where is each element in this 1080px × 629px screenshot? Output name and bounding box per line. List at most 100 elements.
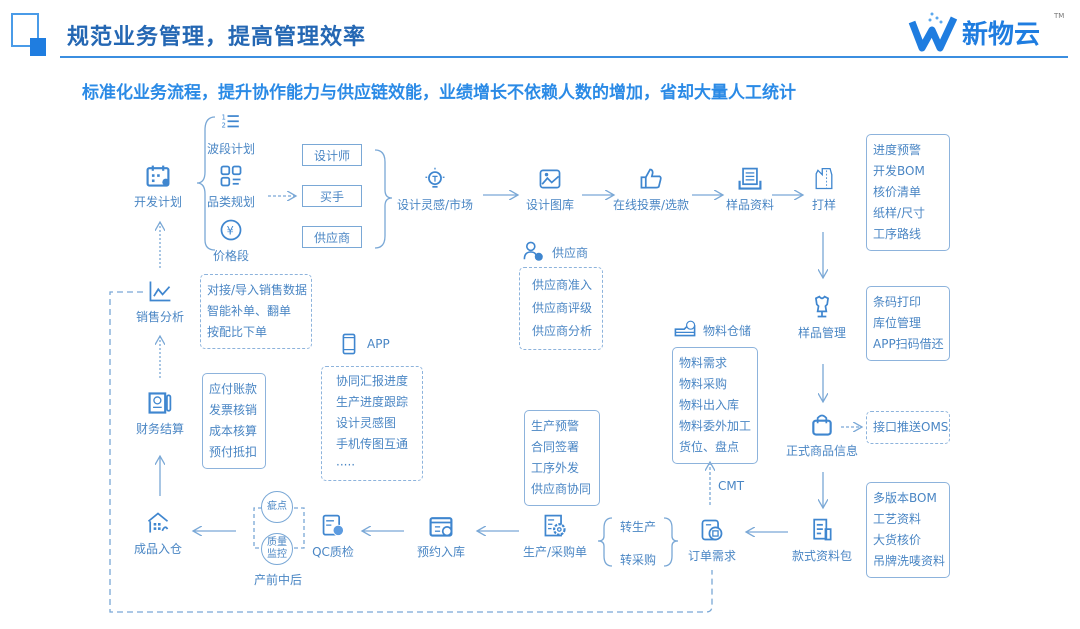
list-item: 多版本BOM <box>873 491 937 505</box>
calendar-icon <box>146 165 170 187</box>
lightbulb-icon <box>425 167 445 188</box>
inspection-icon <box>322 514 344 536</box>
node-order[interactable]: 订单需求 <box>688 517 736 564</box>
qc-stage-caption: 产前中后 <box>254 573 303 587</box>
node-label: 打样 <box>811 198 836 212</box>
node-label: 财务结算 <box>135 422 185 436</box>
list-item: 发票核销 <box>209 403 258 417</box>
list-item: 成本核算 <box>209 424 258 438</box>
node-mannequin[interactable]: 样品管理 <box>798 294 846 341</box>
node-label: 设计图库 <box>525 198 575 212</box>
list-item: 应付账款 <box>209 382 258 396</box>
qc-bracket <box>253 507 305 549</box>
role-box[interactable]: 设计师 <box>302 144 362 166</box>
node-label: 开发计划 <box>133 195 183 209</box>
list-item: 进度预警 <box>873 143 922 157</box>
list-item: 工艺资料 <box>873 512 922 526</box>
list-item: 供应商协同 <box>531 482 592 496</box>
list-item: 条码打印 <box>873 295 922 309</box>
node-finance[interactable]: 财务结算 <box>136 390 184 437</box>
sales-list: 对接/导入销售数据智能补单、翻单按配比下单 <box>200 274 312 349</box>
file-icon <box>813 518 832 541</box>
list-item: 大货核价 <box>873 533 922 547</box>
supplier-list-header: 供应商 <box>522 240 588 264</box>
node-garment-pattern[interactable]: 打样 <box>811 166 837 213</box>
node-label: 订单需求 <box>687 549 737 563</box>
list-item: 库位管理 <box>873 316 922 330</box>
garment-pattern-icon <box>815 167 833 190</box>
role-box[interactable]: 买手 <box>302 185 362 207</box>
thumbs-up-icon <box>640 168 662 189</box>
page-subtitle: 标准化业务流程，提升协作能力与供应链效能，业绩增长不依赖人数的增加，省却大量人工… <box>82 83 796 103</box>
roles-brace <box>374 149 393 249</box>
supplier-icon <box>523 241 543 261</box>
material-list: 物料需求物料采购物料出入库物料委外加工货位、盘点 <box>672 347 758 464</box>
list-item: 物料出入库 <box>679 398 740 412</box>
svg-text:1: 1 <box>221 114 225 122</box>
list-item: 供应商评级 <box>532 301 593 315</box>
app-list-header: APP <box>337 332 390 356</box>
node-label: 波段计划 <box>206 142 256 156</box>
node-document-stack[interactable]: 样品资料 <box>726 166 774 213</box>
list-item: 工序外发 <box>531 461 580 475</box>
node-label: 设计灵感/市场 <box>396 198 474 212</box>
category-grid-icon <box>220 165 242 187</box>
node-line-chart[interactable]: 销售分析 <box>136 278 184 325</box>
node-shopping-bag[interactable]: 正式商品信息 <box>786 412 858 459</box>
list-item: 工序路线 <box>873 227 922 241</box>
list-header-label: 物料仓储 <box>703 323 752 338</box>
app-list: 协同汇报进度生产进度跟踪设计灵感图手机传图互通····· <box>321 366 423 481</box>
order-icon <box>701 519 723 541</box>
branch-brace-right <box>663 517 679 567</box>
supplier-list: 供应商准入供应商评级供应商分析 <box>519 267 603 350</box>
trademark: TM <box>1054 12 1065 20</box>
node-label: 在线投票/选款 <box>612 198 690 212</box>
node-lightbulb[interactable]: 设计灵感/市场 <box>397 166 473 213</box>
node-file[interactable]: 款式资料包 <box>792 517 852 564</box>
node-settings-doc[interactable]: 生产/采购单 <box>523 513 587 560</box>
list-item: 智能补单、翻单 <box>207 304 292 318</box>
list-item: 协同汇报进度 <box>336 374 409 388</box>
line-chart-icon <box>149 281 171 302</box>
list-item: 物料采购 <box>679 377 728 391</box>
node-thumbs-up[interactable]: 在线投票/选款 <box>613 166 689 213</box>
list-item: 开发BOM <box>873 164 925 178</box>
production-list: 生产预警合同签署工序外发供应商协同 <box>524 410 600 506</box>
list-item: 货位、盘点 <box>679 440 740 454</box>
list-item: 生产进度跟踪 <box>336 395 409 409</box>
list-item: 接口推送OMS <box>873 420 949 434</box>
settings-doc-icon <box>544 514 566 537</box>
node-inspection[interactable]: QC质检 <box>312 513 354 560</box>
list-item: 纸样/尺寸 <box>873 206 926 220</box>
list-item: 供应商准入 <box>532 278 593 292</box>
node-label: 款式资料包 <box>791 549 853 563</box>
node-category-grid[interactable]: 品类规划 <box>207 163 255 210</box>
cmt-label: CMT <box>718 479 745 493</box>
list-item: 生产预警 <box>531 419 580 433</box>
node-image[interactable]: 设计图库 <box>526 166 574 213</box>
shopping-bag-icon <box>812 414 832 436</box>
brand-logo-icon <box>908 12 958 52</box>
header-divider <box>60 56 1068 58</box>
list-item: 预付抵扣 <box>209 445 258 459</box>
material-list-header: 物料仓储 <box>673 318 751 342</box>
node-yen[interactable]: ¥价格段 <box>213 217 249 264</box>
role-box[interactable]: 供应商 <box>302 226 362 248</box>
node-label: 生产/采购单 <box>522 545 588 559</box>
list-item: 设计灵感图 <box>336 416 397 430</box>
node-warehouse[interactable]: 成品入仓 <box>134 510 182 557</box>
node-label: 样品管理 <box>797 326 847 340</box>
list-header-label: APP <box>367 337 390 351</box>
list-item: 合同签署 <box>531 440 580 454</box>
list-item: 供应商分析 <box>532 324 593 338</box>
list-item: 物料需求 <box>679 356 728 370</box>
calendar-clock-icon <box>429 517 453 537</box>
document-stack-icon <box>738 167 762 190</box>
node-calendar[interactable]: 开发计划 <box>134 163 182 210</box>
node-calendar-clock[interactable]: 预约入库 <box>417 513 465 560</box>
node-label: 品类规划 <box>206 195 256 209</box>
